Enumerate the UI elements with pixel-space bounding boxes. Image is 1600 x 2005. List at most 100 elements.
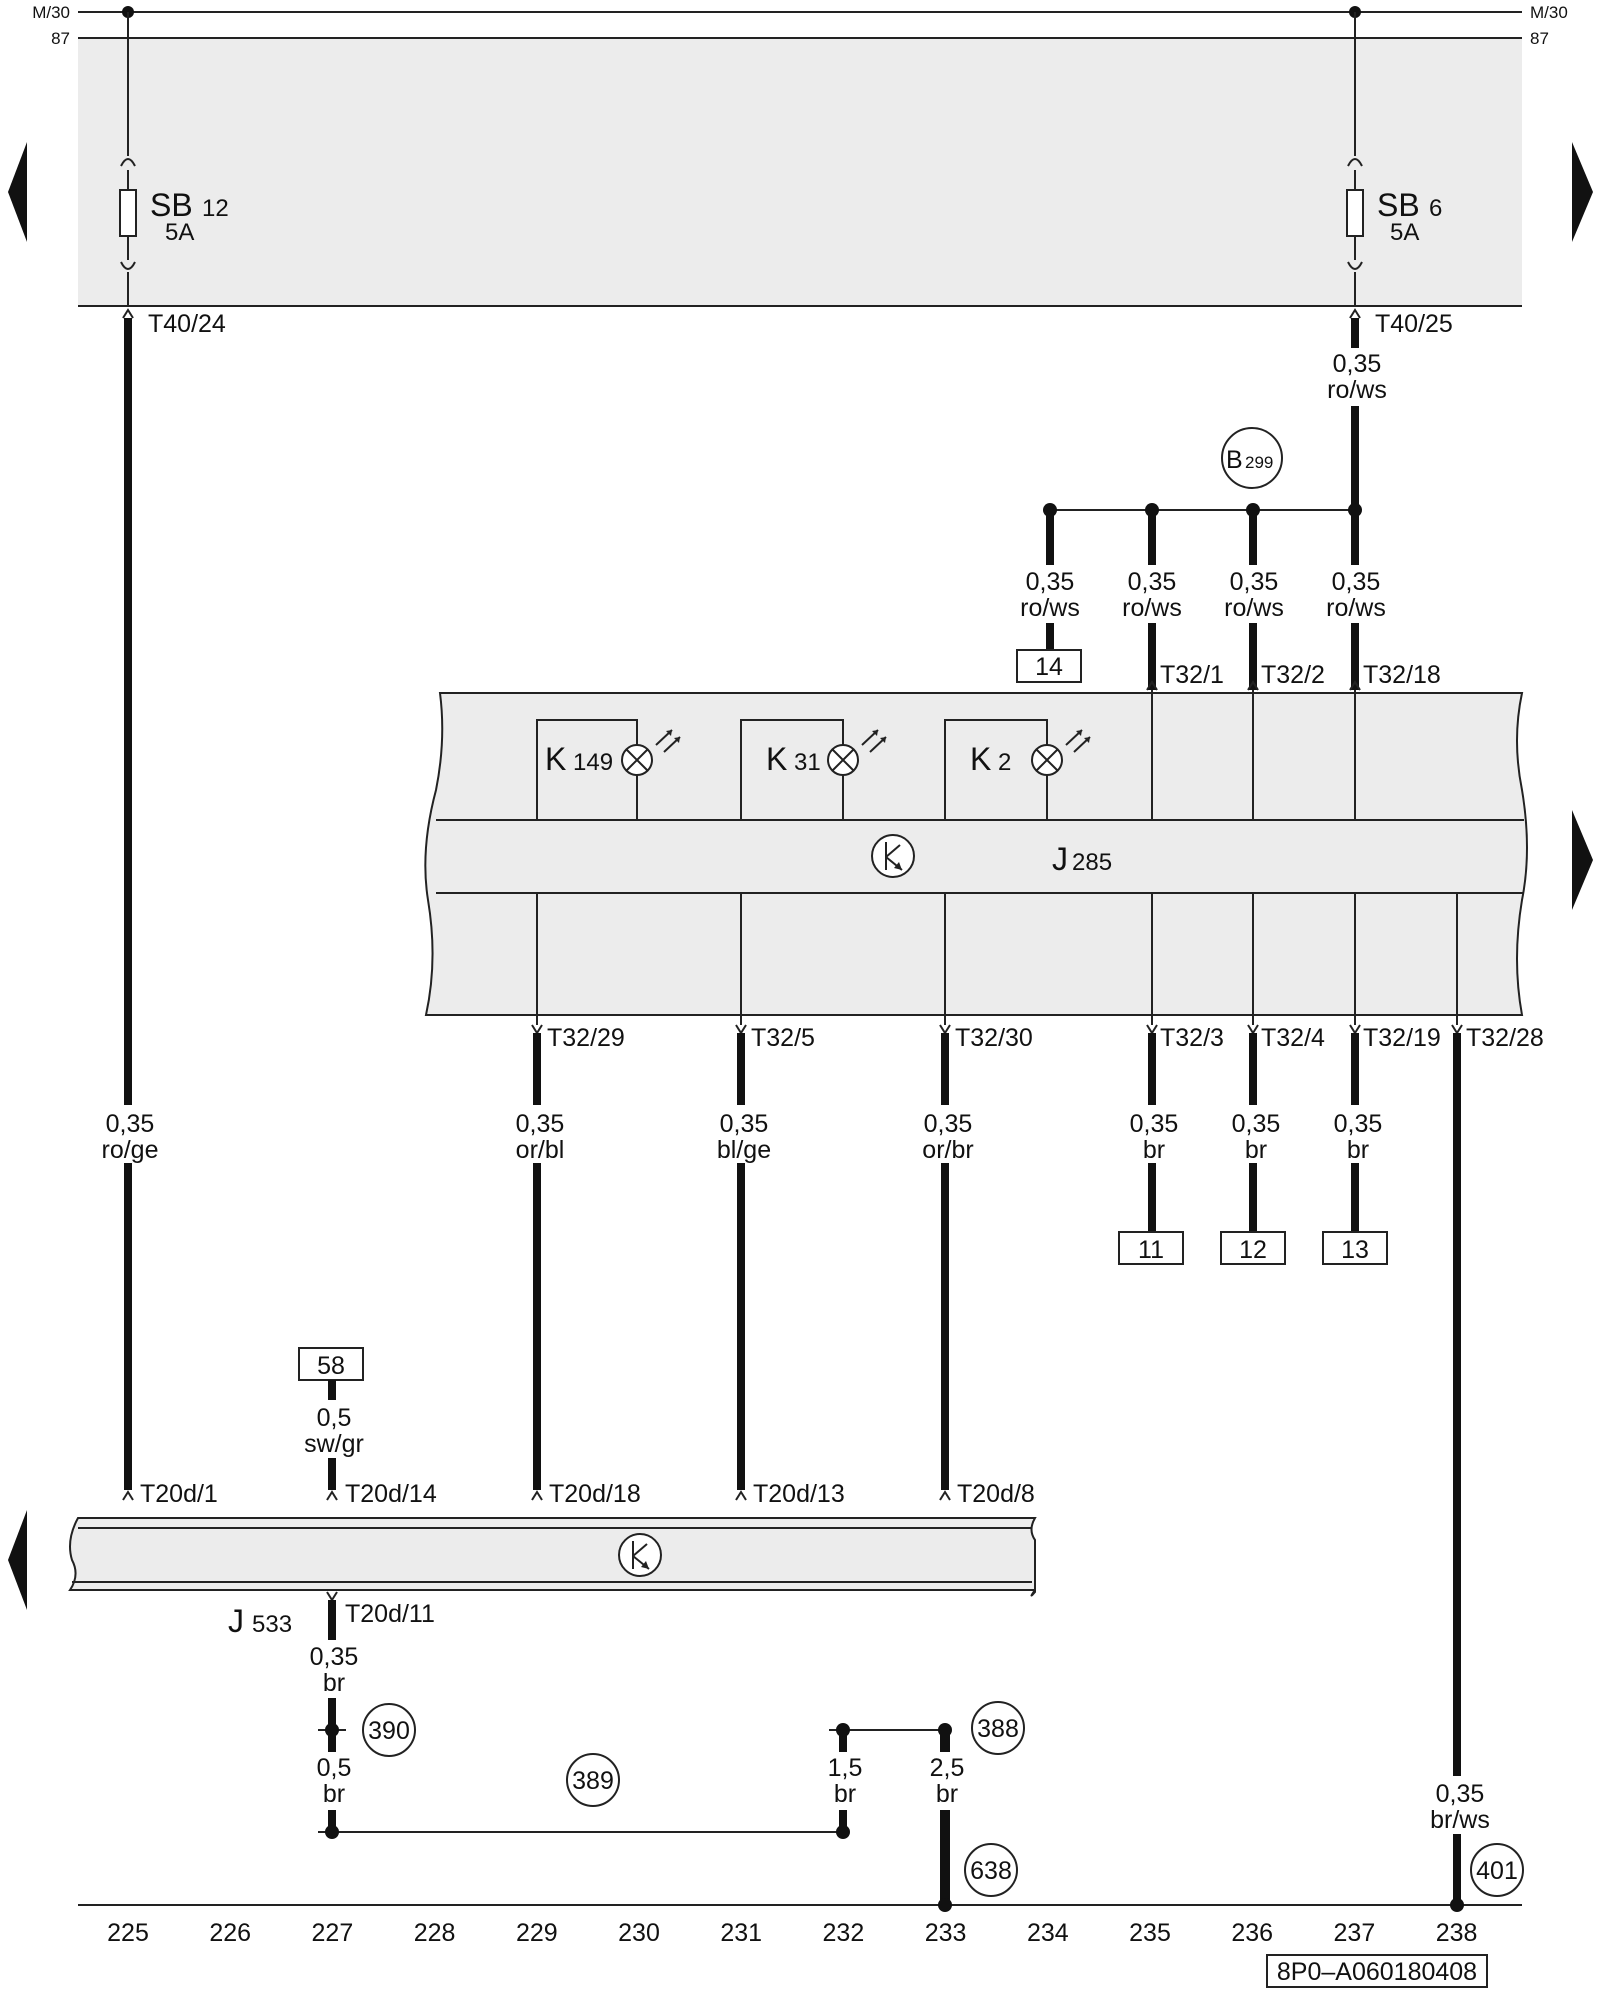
column-number: 235	[1129, 1919, 1171, 1947]
svg-text:638: 638	[970, 1857, 1012, 1885]
svg-text:br: br	[1245, 1136, 1267, 1164]
svg-text:ro/ws: ro/ws	[1122, 594, 1182, 622]
pin-t20d-18: T20d/18	[549, 1480, 641, 1508]
svg-text:0,35: 0,35	[1026, 568, 1075, 596]
svg-text:2,5: 2,5	[930, 1754, 965, 1782]
svg-text:13: 13	[1341, 1236, 1369, 1264]
column-number: 227	[312, 1919, 354, 1947]
svg-text:ro/ws: ro/ws	[1327, 376, 1387, 404]
pin-t32-29: T32/29	[547, 1024, 625, 1052]
j285-body	[424, 692, 1528, 1016]
svg-text:0,35: 0,35	[1230, 568, 1279, 596]
pin-t40-25: T40/25	[1375, 310, 1453, 338]
ground-401	[1470, 1843, 1524, 1897]
column-number: 233	[925, 1919, 967, 1947]
svg-text:1,5: 1,5	[828, 1754, 863, 1782]
svg-text:5A: 5A	[165, 219, 194, 246]
svg-text:K: K	[545, 741, 566, 777]
document-id: 8P0–A060180408	[1277, 1958, 1477, 1986]
pin-t32-1: T32/1	[1160, 661, 1224, 689]
ground-388	[971, 1701, 1025, 1755]
document-id-box	[1266, 1954, 1488, 1988]
rail-m30-label-left: M/30	[32, 3, 70, 22]
arrow-right-icon[interactable]	[1572, 810, 1593, 910]
arrow-left-icon[interactable]	[8, 1510, 27, 1610]
svg-text:B: B	[1226, 446, 1243, 474]
pin-t20d-14: T20d/14	[345, 1480, 437, 1508]
svg-text:0,35: 0,35	[516, 1110, 565, 1138]
svg-text:2: 2	[998, 749, 1011, 776]
svg-text:149: 149	[573, 749, 613, 776]
svg-text:389: 389	[572, 1767, 614, 1795]
svg-text:6: 6	[1429, 195, 1442, 222]
j285-label: J	[1052, 841, 1068, 877]
pin-t40-24: T40/24	[148, 310, 226, 338]
pin-t20d-1: T20d/1	[140, 1480, 218, 1508]
svg-text:K: K	[970, 741, 991, 777]
column-number: 237	[1334, 1919, 1376, 1947]
fuse-panel	[78, 38, 1522, 306]
pin-t20d-8: T20d/8	[957, 1480, 1035, 1508]
svg-text:sw/gr: sw/gr	[304, 1430, 364, 1458]
j533-label: J	[228, 1603, 244, 1639]
splice-b299	[1221, 427, 1283, 489]
svg-text:ro/ws: ro/ws	[1020, 594, 1080, 622]
svg-text:285: 285	[1072, 849, 1112, 876]
svg-text:0,5: 0,5	[317, 1754, 352, 1782]
ground-390	[362, 1703, 416, 1757]
svg-text:0,35: 0,35	[1334, 1110, 1383, 1138]
svg-text:0,35: 0,35	[310, 1643, 359, 1671]
svg-text:br: br	[323, 1669, 345, 1697]
svg-text:SB: SB	[150, 187, 193, 223]
svg-text:br: br	[1347, 1136, 1369, 1164]
rail-87-label-left: 87	[51, 29, 70, 48]
svg-text:br: br	[834, 1780, 856, 1808]
svg-text:0,35: 0,35	[1436, 1780, 1485, 1808]
column-number: 231	[720, 1919, 762, 1947]
column-number: 232	[823, 1919, 865, 1947]
j533-body	[68, 1517, 1037, 1597]
ref-box-13[interactable]	[1322, 1231, 1388, 1265]
column-number: 226	[209, 1919, 251, 1947]
svg-text:SB: SB	[1377, 187, 1420, 223]
pin-t32-18: T32/18	[1363, 661, 1441, 689]
pin-t20d-13: T20d/13	[753, 1480, 845, 1508]
svg-text:401: 401	[1476, 1857, 1518, 1885]
pin-t20d-11: T20d/11	[345, 1600, 435, 1628]
svg-text:br: br	[936, 1780, 958, 1808]
svg-text:0,35: 0,35	[924, 1110, 973, 1138]
j285-symbol	[871, 834, 915, 878]
svg-text:533: 533	[252, 1611, 292, 1638]
svg-text:0,35: 0,35	[1333, 350, 1382, 378]
pin-t32-4: T32/4	[1261, 1024, 1325, 1052]
svg-text:0,5: 0,5	[317, 1404, 352, 1432]
svg-text:or/bl: or/bl	[516, 1136, 565, 1164]
lamp-k2: K 2	[944, 719, 1091, 821]
ref-box-12[interactable]	[1220, 1231, 1286, 1265]
ref-box-11[interactable]	[1118, 1231, 1184, 1265]
svg-text:0,35: 0,35	[1130, 1110, 1179, 1138]
svg-text:31: 31	[794, 749, 821, 776]
column-number: 229	[516, 1919, 558, 1947]
svg-text:ro/ws: ro/ws	[1224, 594, 1284, 622]
arrow-right-icon[interactable]	[1572, 142, 1593, 242]
arrow-left-icon[interactable]	[8, 142, 27, 242]
svg-text:ro/ws: ro/ws	[1326, 594, 1386, 622]
svg-text:14: 14	[1035, 653, 1063, 681]
ref-box-14[interactable]	[1016, 649, 1082, 683]
pin-t32-5: T32/5	[751, 1024, 815, 1052]
svg-text:0,35: 0,35	[106, 1110, 155, 1138]
svg-text:390: 390	[368, 1717, 410, 1745]
svg-text:5A: 5A	[1390, 219, 1419, 246]
pin-t32-19: T32/19	[1363, 1024, 1441, 1052]
svg-text:11: 11	[1138, 1236, 1164, 1264]
ground-389	[566, 1753, 620, 1807]
pin-t32-2: T32/2	[1261, 661, 1325, 689]
column-number: 234	[1027, 1919, 1069, 1947]
pin-t32-28: T32/28	[1466, 1024, 1544, 1052]
fuse-sb6: SB 6 5A	[1346, 12, 1442, 306]
lamp-k149: K 149	[536, 719, 681, 821]
fuse-sb12: SB 12 5A	[119, 12, 229, 306]
